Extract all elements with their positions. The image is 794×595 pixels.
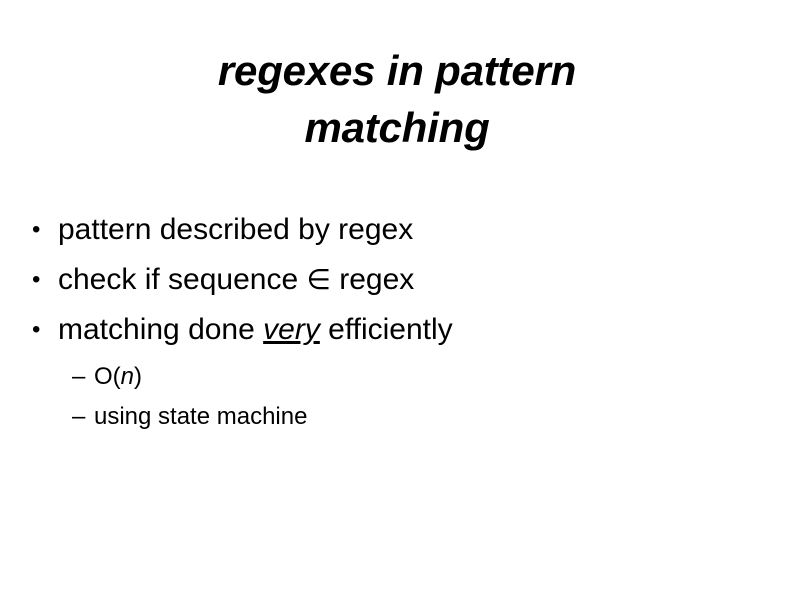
slide-title-line-2: matching — [304, 104, 490, 151]
sub-bullet-item-2-label: using state machine — [94, 397, 732, 437]
bullet-item-2-suffix: regex — [330, 263, 415, 296]
slide-title: regexes in pattern matching — [60, 42, 734, 156]
slide-body: • pattern described by regex • check if … — [32, 205, 732, 437]
sub-bullet-list: – O(n) – using state machine — [32, 357, 732, 437]
bullet-item-1-text: pattern described by regex — [58, 213, 414, 246]
complexity-suffix: ) — [134, 363, 143, 390]
element-of-symbol-icon: ∈ — [306, 263, 331, 296]
bullet-item-3-prefix: matching done — [58, 313, 264, 346]
bullet-item-3: • matching done very efficiently — [32, 305, 732, 355]
dash-marker-icon: – — [72, 403, 86, 430]
bullet-item-2: • check if sequence ∈ regex — [32, 255, 732, 305]
bullet-item-3-emphasis: very — [263, 313, 320, 346]
dash-marker-icon: – — [72, 363, 86, 390]
bullet-item-3-label: matching done very efficiently — [58, 305, 732, 355]
sub-bullet-item-1-label: O(n) — [94, 357, 732, 397]
slide-title-line-1: regexes in pattern — [217, 47, 577, 94]
bullet-item-1: • pattern described by regex — [32, 205, 732, 255]
bullet-dot-icon: • — [32, 316, 41, 343]
complexity-prefix: O( — [94, 363, 121, 390]
sub-bullet-item-2-text: using state machine — [94, 403, 308, 430]
bullet-dot-icon: • — [32, 266, 41, 293]
bullet-item-1-label: pattern described by regex — [58, 205, 732, 255]
bullet-item-2-label: check if sequence ∈ regex — [58, 255, 732, 305]
complexity-variable: n — [120, 363, 135, 390]
bullet-dot-icon: • — [32, 216, 41, 243]
sub-bullet-item-1: – O(n) — [32, 357, 732, 397]
bullet-item-3-suffix: efficiently — [319, 313, 453, 346]
bullet-item-2-prefix: check if sequence — [58, 263, 307, 296]
sub-bullet-item-2: – using state machine — [32, 397, 732, 437]
